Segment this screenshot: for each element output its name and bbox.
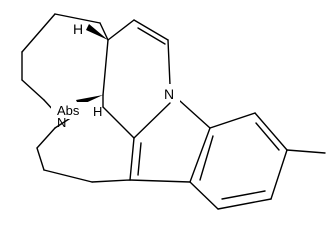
atom-label-n-amine: N [57,115,66,130]
atom-label-n-indole: N [164,86,174,102]
bond [129,179,191,183]
atom-label-h-top: H [73,21,83,37]
atom-label-h-mid: H [93,104,102,119]
double-bond [137,27,166,45]
bond [91,179,131,183]
bond [102,39,109,96]
bond [133,102,171,139]
bond [270,149,288,200]
methyl-bond [286,149,326,154]
bond [107,19,135,41]
bond [21,13,56,53]
abs-stereo-label: Abs [57,103,80,118]
bond [189,181,219,210]
bond [102,106,135,139]
bond [21,79,45,101]
double-bond [199,135,214,181]
bond [54,13,101,24]
double-bond [255,122,280,151]
bond [189,127,211,183]
bond [133,19,169,41]
bond [43,169,93,183]
structure-canvas: N H Abs N H [21,13,326,210]
bond [36,147,45,171]
double-bond [137,142,142,176]
bond [167,39,171,86]
bond [217,198,272,210]
bond [209,112,256,129]
bond [36,127,56,149]
bond [99,22,109,41]
wedge-bond [86,24,108,40]
bond [179,100,211,129]
bond [129,137,135,181]
bond [254,112,288,151]
double-bond [221,190,266,200]
molecule-drawing: N H Abs N H [21,13,326,210]
